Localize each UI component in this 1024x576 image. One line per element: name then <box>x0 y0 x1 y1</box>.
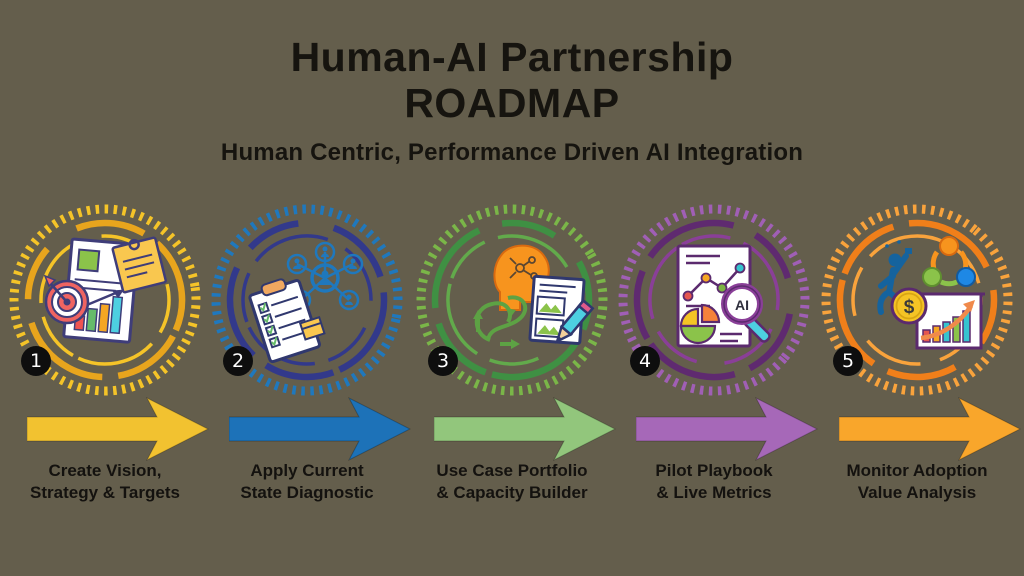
stage-1: 1 <box>5 200 205 400</box>
stage-label-1-line1: Create Vision, <box>48 461 162 480</box>
stage-5: $ 5 <box>817 200 1017 400</box>
arrow-step-2 <box>229 397 411 461</box>
stage-label-4-line1: Pilot Playbook <box>655 461 773 480</box>
stage-label-4-line2: & Live Metrics <box>656 482 772 502</box>
step-number-badge-4: 4 <box>630 346 660 376</box>
stage-4: AI 4 <box>614 200 814 400</box>
analytics-ai-magnifier-icon: AI <box>618 204 810 396</box>
stage-label-1-line2: Strategy & Targets <box>30 482 180 502</box>
stage-label-2-line1: Apply Current <box>250 461 364 480</box>
adoption-value-growth-icon: $ <box>821 204 1013 396</box>
stage-label-5-line1: Monitor Adoption <box>846 461 988 480</box>
stage-label-3: Use Case Portfolio & Capacity Builder <box>410 460 614 504</box>
dollar-coin-icon: $ <box>890 287 928 325</box>
stage-label-3-line1: Use Case Portfolio <box>436 461 588 480</box>
target-dart-icon <box>43 274 90 325</box>
page-title-line1: Human-AI Partnership <box>290 34 734 80</box>
step-number-4: 4 <box>638 350 652 372</box>
tangled-arrows-icon <box>473 295 528 349</box>
diagnostic-checklist-network-icon <box>211 204 403 396</box>
step-number-badge-3: 3 <box>428 346 458 376</box>
pencil-icon <box>555 298 595 344</box>
page-title-line2: ROADMAP <box>404 80 620 127</box>
stage-label-1: Create Vision, Strategy & Targets <box>3 460 207 504</box>
step-number-2: 2 <box>231 350 245 372</box>
stage-label-5: Monitor Adoption Value Analysis <box>815 460 1019 504</box>
arrow-step-1 <box>27 397 209 461</box>
stage-label-2: Apply Current State Diagnostic <box>205 460 409 504</box>
stage-label-5-line2: Value Analysis <box>857 482 977 502</box>
stage-2: 2 <box>207 200 407 400</box>
step-number-badge-2: 2 <box>223 346 253 376</box>
stage-label-4: Pilot Playbook & Live Metrics <box>612 460 816 504</box>
celebrating-person-icon <box>877 240 912 319</box>
step-number-badge-1: 1 <box>21 346 51 376</box>
arrow-step-5 <box>839 397 1021 461</box>
ai-magnifier-icon: AI <box>721 283 771 343</box>
sticky-note-icon <box>111 236 167 294</box>
step-number-badge-5: 5 <box>833 346 863 376</box>
step-number-5: 5 <box>841 350 855 372</box>
pie-chart-icon <box>679 303 721 345</box>
stage-label-2-line2: State Diagnostic <box>240 482 374 502</box>
stage-label-3-line2: & Capacity Builder <box>436 482 588 502</box>
vision-strategy-report-icon <box>9 204 201 396</box>
step-number-3: 3 <box>436 350 450 372</box>
growth-board-icon <box>913 292 985 350</box>
dollar-symbol: $ <box>904 297 915 318</box>
step-number-1: 1 <box>29 350 43 372</box>
idea-head-portfolio-icon <box>416 204 608 396</box>
cycle-nodes-icon <box>922 236 976 287</box>
checklist-clipboard-icon <box>248 278 326 364</box>
arrow-step-3 <box>434 397 616 461</box>
ai-label: AI <box>735 297 749 313</box>
stage-3: 3 <box>412 200 612 400</box>
header: Human-AI Partnership ROADMAP Human Centr… <box>0 34 1024 167</box>
page-subtitle: Human Centric, Performance Driven AI Int… <box>220 138 804 166</box>
arrow-step-4 <box>636 397 818 461</box>
